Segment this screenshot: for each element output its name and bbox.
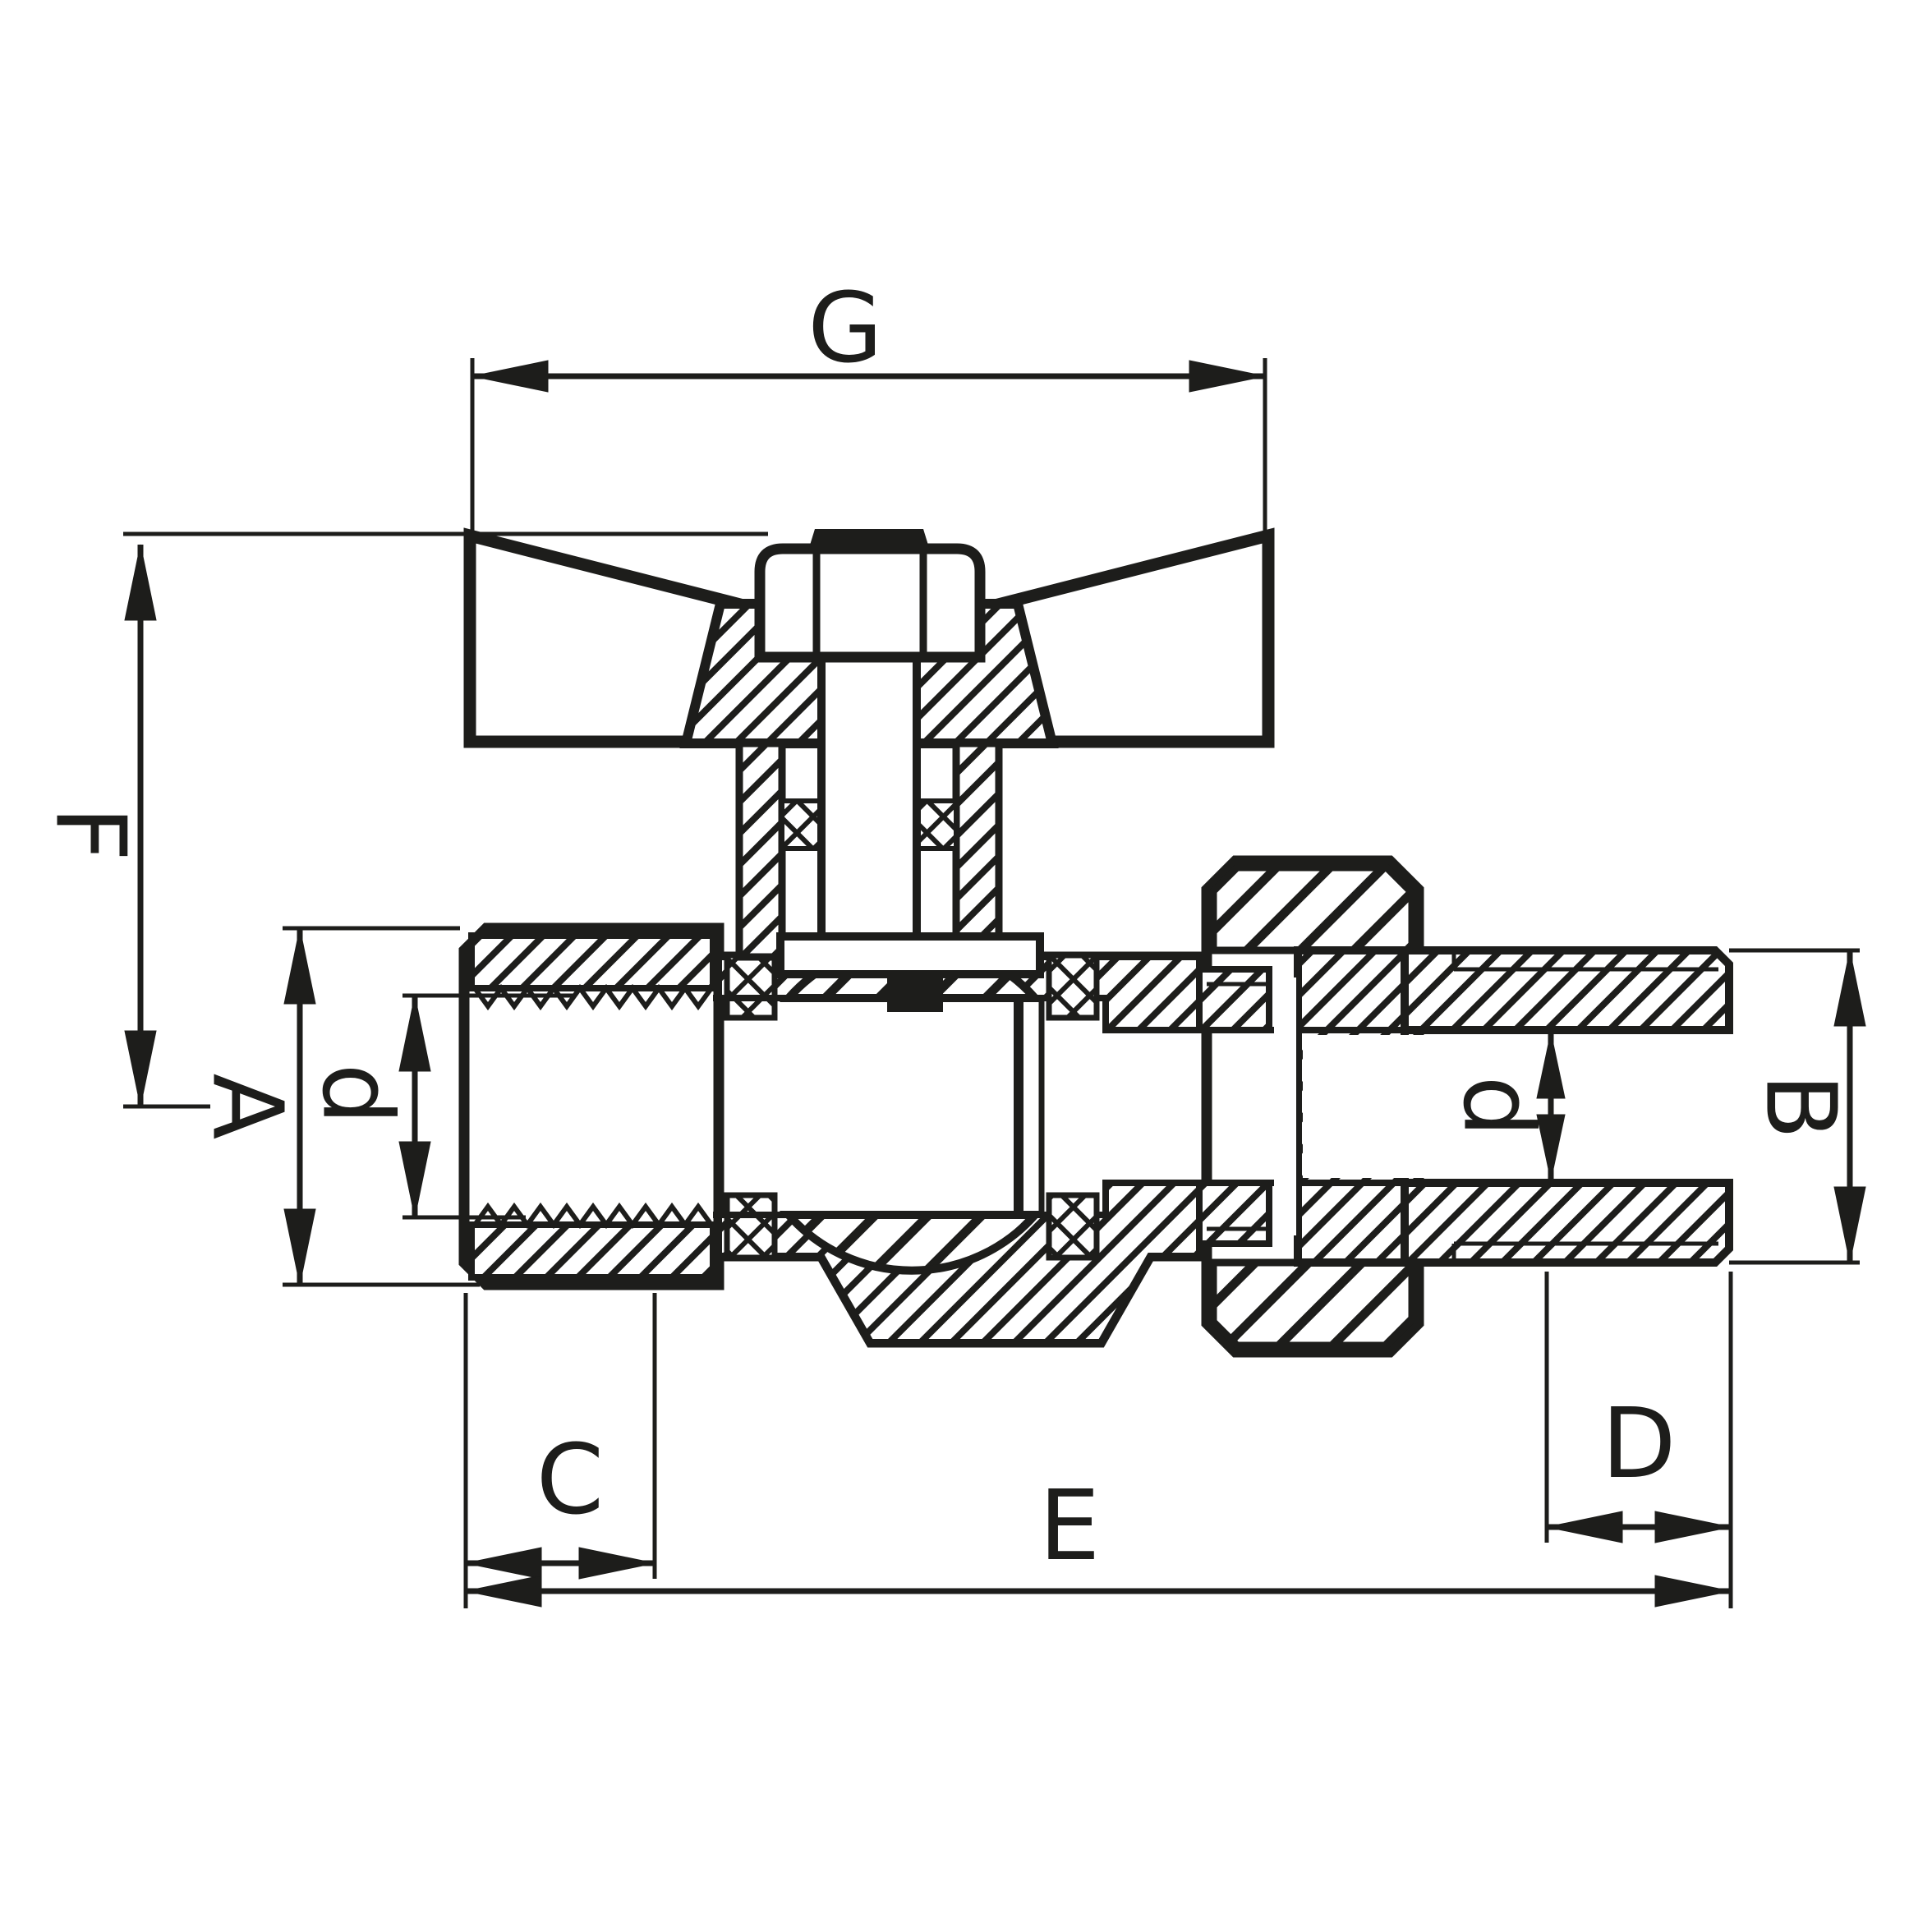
dimension-label-E: E [1039, 1469, 1101, 1582]
dimension-F: F [34, 531, 768, 1109]
union-nut-bottom-wall [1209, 1258, 1416, 1350]
arrowhead [1654, 1511, 1732, 1543]
dimension-label-G: G [807, 271, 882, 384]
arrowhead [472, 360, 549, 393]
dimension-C: C [463, 1293, 657, 1608]
arrowhead [124, 1030, 157, 1107]
left-union-top-wall [468, 932, 716, 991]
left-union-end [458, 922, 724, 1290]
dimension-B: B [1729, 948, 1866, 1265]
dimension-label-d-right: d [1442, 1076, 1556, 1138]
dimension-label-F: F [34, 806, 148, 862]
stem-assembly [463, 527, 1275, 1012]
handle-hex-nut [754, 543, 986, 663]
arrowhead [465, 1547, 542, 1580]
arrowhead [1189, 360, 1266, 393]
body-spigot-bottom [1196, 1180, 1272, 1247]
arrowhead [578, 1547, 656, 1580]
arrowhead [1546, 1511, 1623, 1543]
ball-bottom-crescent [779, 1211, 1045, 1275]
dimension-label-d-left: d [301, 1064, 415, 1125]
seat-right-top [1046, 952, 1100, 1021]
dimension-label-B: B [1745, 1074, 1858, 1140]
seat-left-bottom [724, 1192, 778, 1261]
arrowhead [1536, 1114, 1566, 1181]
dimension-label-C: C [536, 1423, 604, 1536]
arrowhead [283, 1208, 316, 1286]
dimension-D: D [1544, 1272, 1733, 1608]
arrowhead [465, 1575, 542, 1608]
bonnet-left [735, 739, 786, 961]
arrowhead [124, 544, 157, 621]
union-nut-top-wall [1209, 863, 1416, 954]
stem-flange [776, 932, 1044, 978]
left-union-bottom-wall [468, 1221, 716, 1281]
right-bore [1303, 1035, 1725, 1178]
union-gap [1274, 978, 1296, 1235]
body-spigot-top [1196, 966, 1272, 1033]
dimension-label-D: D [1602, 1387, 1677, 1500]
seat-left-top [724, 952, 778, 1021]
dimension-label-A: A [191, 1074, 305, 1140]
arrowhead [1536, 1032, 1566, 1099]
right-union [1106, 855, 1733, 1358]
dimension-A: A [191, 926, 480, 1287]
stem-cap [808, 529, 930, 550]
arrowhead [1833, 950, 1866, 1027]
valve-drawing [458, 527, 1733, 1358]
dimension-d-left: d [301, 993, 575, 1220]
bonnet-right [952, 739, 1003, 961]
seat-right-bottom [1046, 1192, 1100, 1261]
dimension-d-right: d [1442, 1032, 1566, 1181]
left-thread-top [472, 983, 714, 1011]
stem-tang [887, 974, 943, 1012]
dimensions: G F A d [34, 271, 1866, 1608]
dimension-E: E [465, 1469, 1732, 1608]
arrowhead [1654, 1575, 1732, 1608]
arrowhead [1833, 1186, 1866, 1263]
arrowhead [398, 995, 431, 1072]
left-thread-bottom [472, 1202, 714, 1230]
dimension-G: G [470, 271, 1267, 540]
arrowhead [398, 1141, 431, 1218]
arrowhead [283, 927, 316, 1005]
